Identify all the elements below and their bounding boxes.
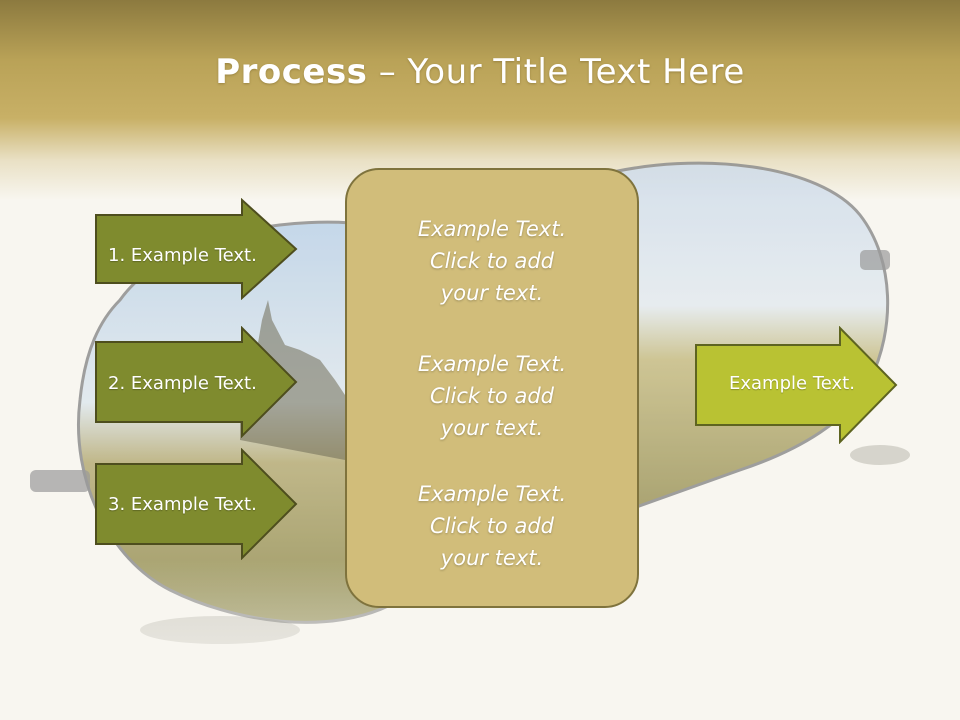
header-band: [0, 0, 960, 200]
right-arrow-label[interactable]: Example Text.: [729, 373, 855, 394]
left-arrow-shape-1[interactable]: [94, 198, 300, 300]
center-block-1-line-1: Example Text.: [417, 217, 567, 241]
center-block-1-line-2: Click to add: [429, 249, 554, 273]
slide-title: Process – Your Title Text Here: [0, 52, 960, 92]
left-arrow-label-1[interactable]: 1. Example Text.: [108, 245, 257, 266]
center-block-2-line-3: your text.: [440, 416, 544, 440]
center-block-3-line-3: your text.: [440, 546, 544, 570]
left-arrow-label-3[interactable]: 3. Example Text.: [108, 494, 257, 515]
center-block-3[interactable]: Example Text. Click to add your text.: [347, 478, 637, 574]
center-block-1-line-3: your text.: [440, 281, 544, 305]
title-rest: – Your Title Text Here: [367, 52, 745, 92]
center-text-box[interactable]: Example Text. Click to add your text. Ex…: [345, 168, 639, 608]
right-arrow-shape[interactable]: [694, 326, 900, 444]
left-arrow-shape-2[interactable]: [94, 326, 300, 438]
left-arrow-shape-3[interactable]: [94, 448, 300, 560]
center-block-1[interactable]: Example Text. Click to add your text.: [347, 213, 637, 309]
left-arrow-label-2[interactable]: 2. Example Text.: [108, 373, 257, 394]
center-block-2-line-1: Example Text.: [417, 352, 567, 376]
center-block-3-line-2: Click to add: [429, 514, 554, 538]
center-block-3-line-1: Example Text.: [417, 482, 567, 506]
title-bold: Process: [215, 52, 368, 92]
center-block-2[interactable]: Example Text. Click to add your text.: [347, 348, 637, 444]
center-block-2-line-2: Click to add: [429, 384, 554, 408]
